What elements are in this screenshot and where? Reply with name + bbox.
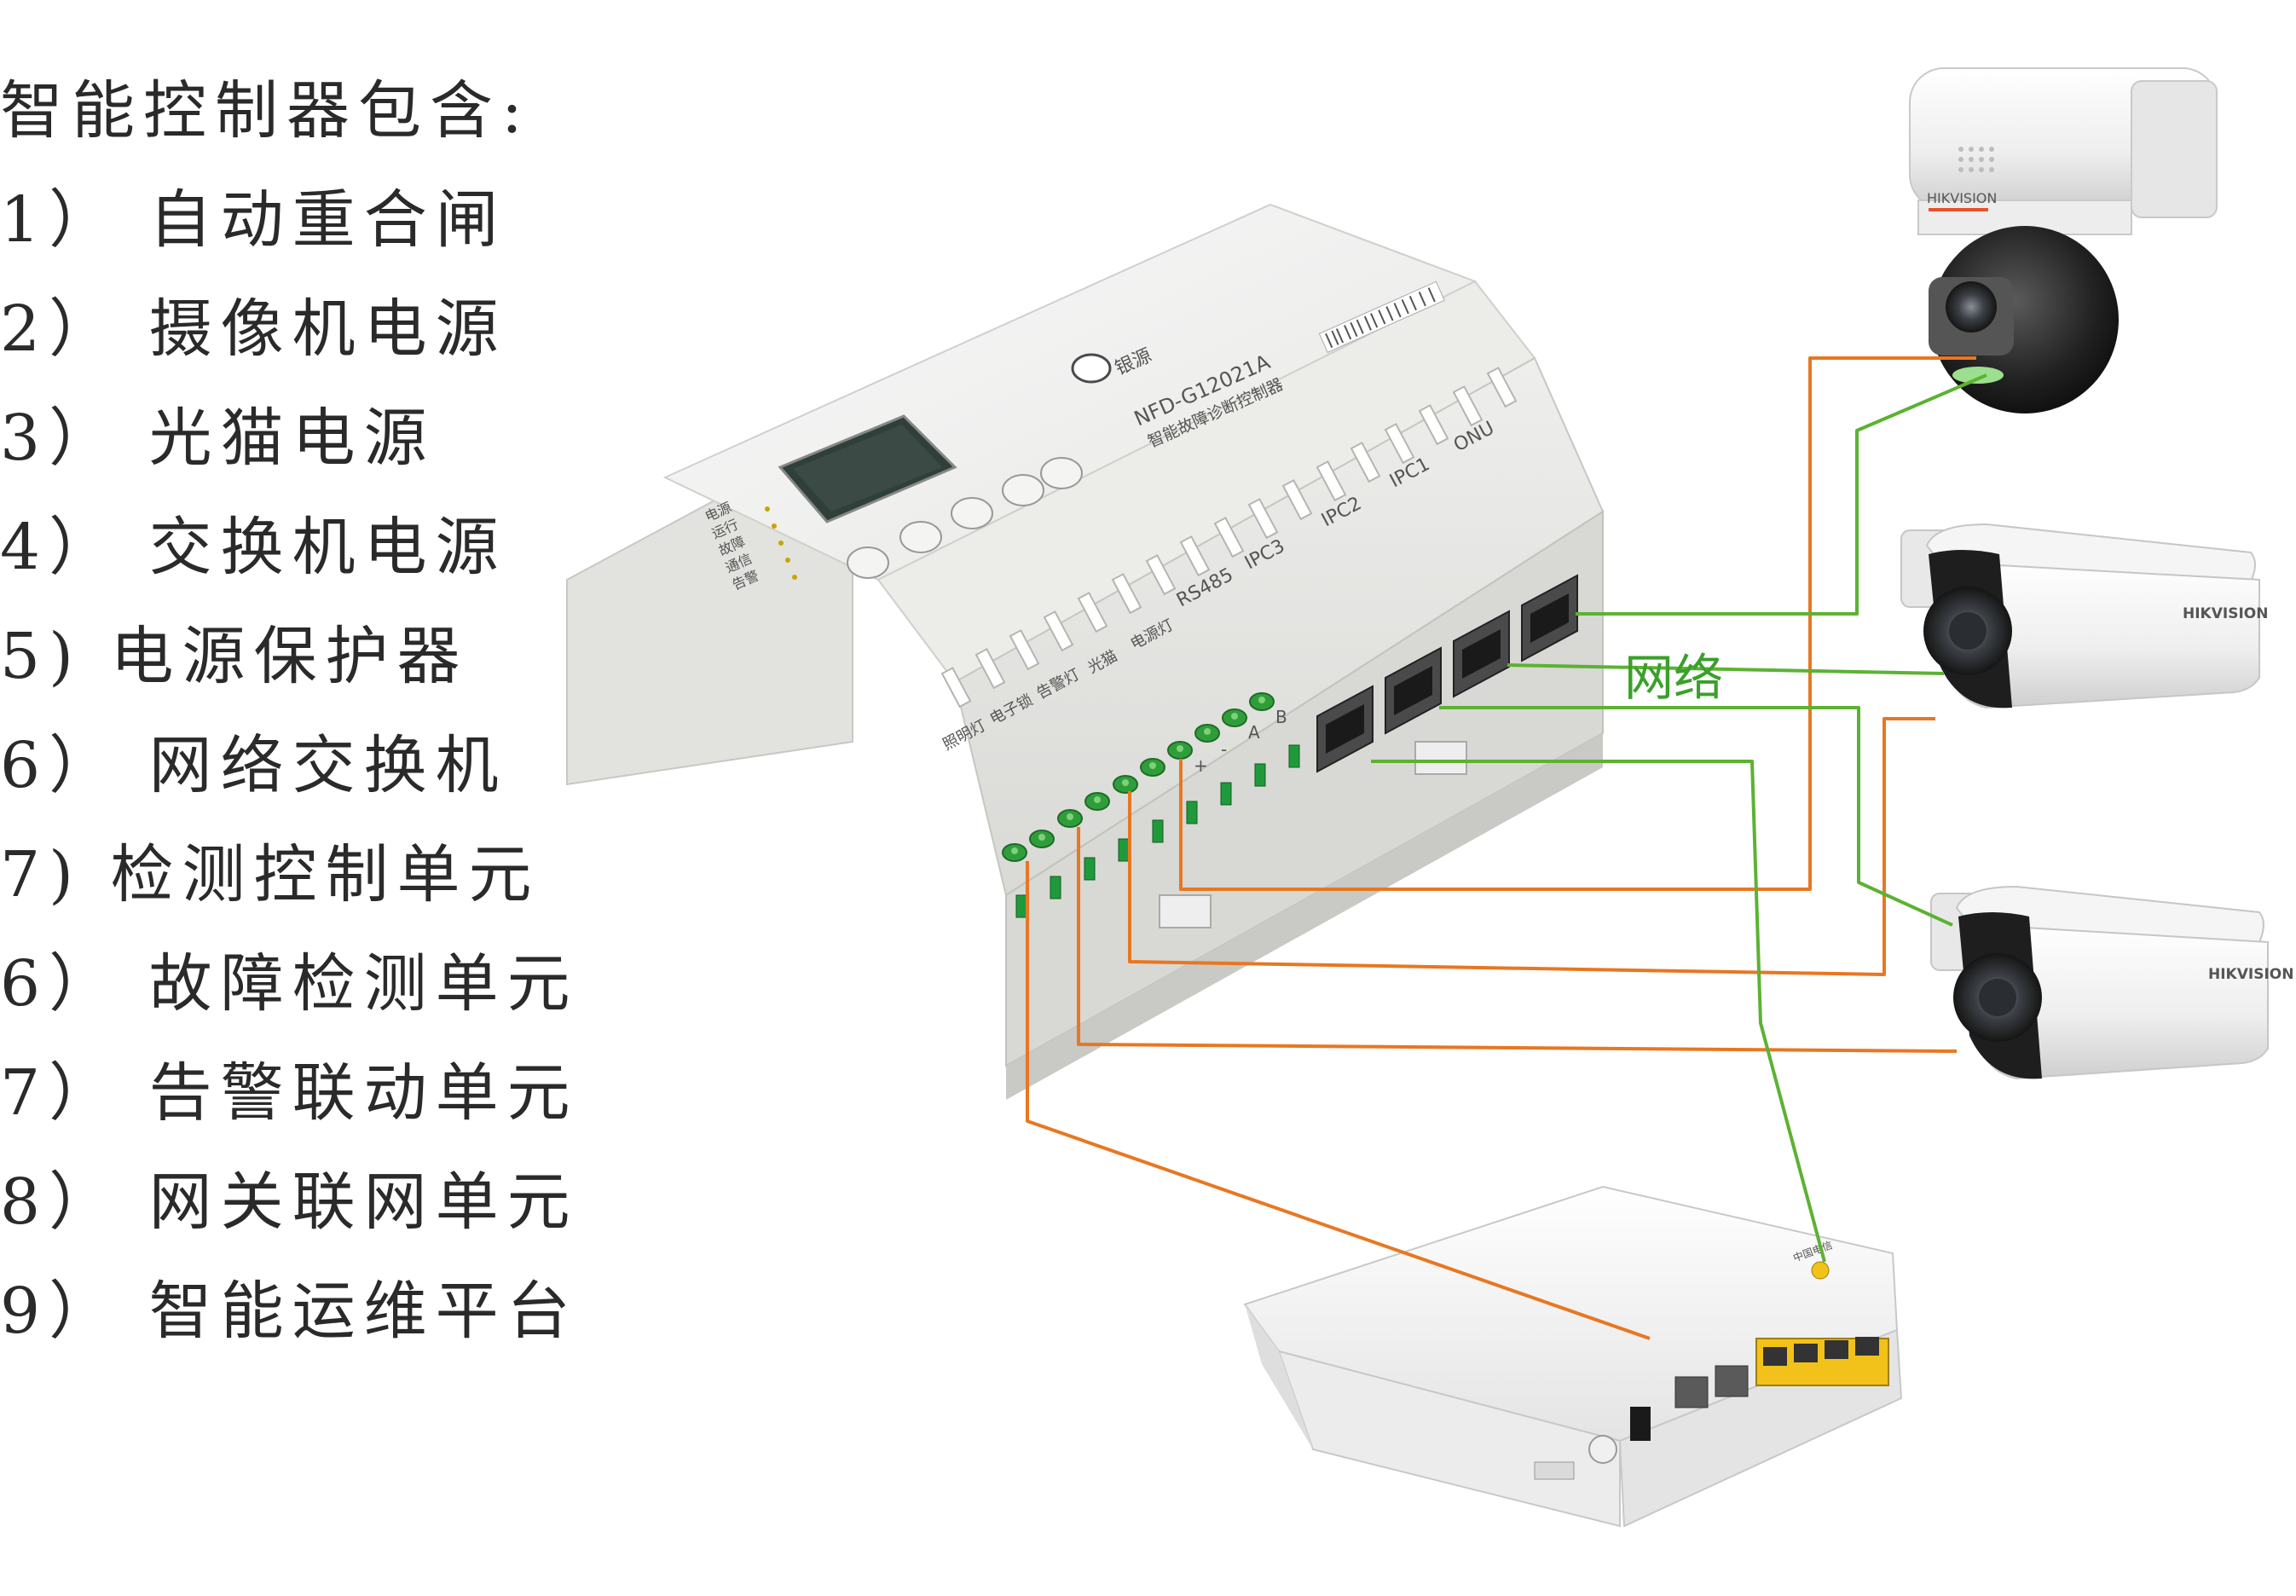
bullet-camera: HIKVISION	[1900, 523, 2268, 709]
camera-brand: HIKVISION	[2208, 966, 2293, 983]
feature-item: 7) 检测控制单元	[0, 838, 541, 911]
smart-controller: 银源 NFD-G12021A 智能故障诊断控制器 电源 运行 故障 通信	[566, 203, 1605, 1100]
feature-item: 2） 摄像机电源	[0, 292, 507, 366]
power-wire-optical-modem	[1026, 861, 1651, 1340]
feature-item: 8） 网关联网单元	[0, 1165, 579, 1239]
rj45-port[interactable]	[1385, 646, 1442, 735]
control-button[interactable]	[951, 497, 993, 529]
screw-terminals: + - A B	[1002, 692, 1287, 862]
camera-brand: HIKVISION	[2183, 605, 2268, 622]
network-label: 网络	[1624, 649, 1723, 707]
network-wire-optical-modem	[1371, 760, 1826, 1263]
control-button[interactable]	[1002, 474, 1044, 506]
barcode	[1318, 280, 1445, 353]
din-clip	[1159, 894, 1212, 928]
camera-lens	[1946, 281, 1997, 332]
phone-port[interactable]	[1715, 1365, 1749, 1397]
power-wire-ptz-camera	[1179, 356, 1976, 891]
onu-lan-ports	[1755, 1337, 1889, 1386]
feature-item: 5) 电源保护器	[0, 620, 469, 693]
power-wires	[1026, 356, 1976, 1340]
rs485-pin: +	[1194, 755, 1208, 776]
power-button[interactable]	[1588, 1435, 1617, 1464]
lower-terminal-slots	[1015, 744, 1300, 918]
feature-item: 9） 智能运维平台	[0, 1275, 579, 1348]
din-clip	[1414, 741, 1467, 775]
lan-port[interactable]	[1763, 1347, 1787, 1366]
rs485-pin: -	[1221, 739, 1227, 760]
rj45-ports	[1316, 574, 1578, 773]
feature-list: 智能控制器包含: 1） 自动重合闸 2） 摄像机电源 3） 光猫电源 4） 交换…	[0, 0, 570, 1398]
optical-modem: 中国电信	[1243, 1185, 1903, 1528]
usb-port[interactable]	[1534, 1461, 1575, 1480]
rs485-pin: A	[1248, 722, 1260, 743]
lan-port[interactable]	[1825, 1340, 1848, 1359]
feature-item: 6） 故障检测单元	[0, 947, 579, 1021]
feature-list-title: 智能控制器包含:	[0, 74, 531, 147]
network-wire-ptz-camera	[1576, 373, 1987, 616]
camera-brand: HIKVISION	[1927, 190, 1997, 206]
feature-item: 6） 网络交换机	[0, 729, 507, 802]
control-button[interactable]	[847, 546, 889, 579]
lan-port[interactable]	[1794, 1344, 1818, 1362]
terminal-slots	[940, 367, 1518, 708]
network-wires	[1371, 373, 1987, 1263]
feature-item: 4） 交换机电源	[0, 511, 507, 584]
feature-item: 3） 光猫电源	[0, 402, 436, 475]
bullet-camera: HIKVISION	[1930, 885, 2293, 1080]
power-wire-bullet-camera	[1077, 827, 1958, 1053]
rs485-pin: B	[1275, 707, 1287, 727]
rj45-port[interactable]	[1521, 574, 1578, 662]
power-port[interactable]	[1630, 1407, 1651, 1441]
feature-item: 1） 自动重合闸	[0, 183, 507, 257]
control-buttons	[847, 457, 1083, 579]
ptz-dome-camera: HIKVISION	[1909, 67, 2218, 413]
network-wire-bullet-camera	[1439, 706, 1953, 927]
lan-port[interactable]	[1855, 1337, 1879, 1356]
power-wire-bullet-camera	[1128, 717, 1935, 976]
control-button[interactable]	[899, 521, 942, 553]
onu-logo	[1811, 1261, 1830, 1280]
feature-item: 7） 告警联动单元	[0, 1056, 579, 1130]
network-wire-bullet-camera	[1507, 663, 1945, 675]
rj45-port[interactable]	[1316, 685, 1374, 773]
control-button[interactable]	[1040, 457, 1083, 489]
phone-port[interactable]	[1674, 1376, 1709, 1408]
